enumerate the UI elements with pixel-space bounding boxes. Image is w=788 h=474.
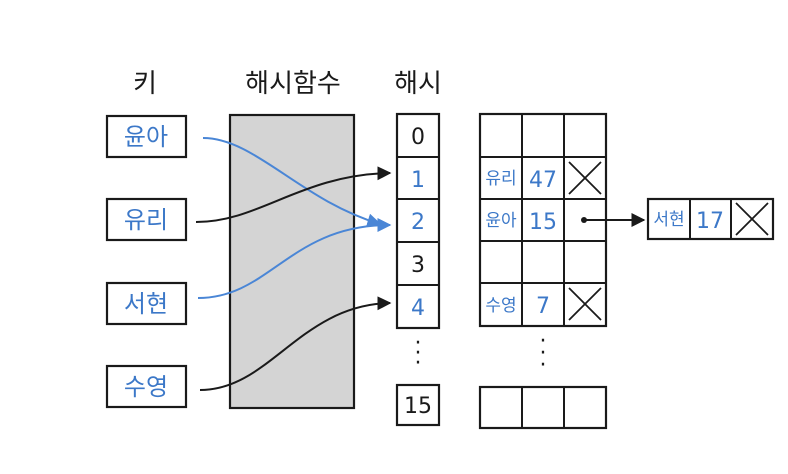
- hash-value: 0: [411, 125, 425, 150]
- bucket-value: 15: [529, 210, 557, 235]
- key-label: 서현: [124, 290, 168, 318]
- key-box: 윤아: [105, 114, 188, 159]
- hash-function-block: [228, 113, 356, 410]
- hashes-header: 해시: [394, 69, 442, 99]
- mapping-line: [197, 218, 392, 299]
- hash-column: [395, 112, 441, 330]
- bucket-value: 47: [529, 168, 557, 193]
- null-pointer-icon: [735, 202, 769, 236]
- null-pointer-icon: [568, 287, 602, 321]
- hash-value: 15: [404, 394, 432, 419]
- ellipsis: ·: [415, 341, 422, 366]
- hash-value: 1: [411, 168, 425, 193]
- bucket-table-last-row: [478, 385, 608, 430]
- hash-box-last: [395, 383, 441, 427]
- ellipsis: ·: [415, 331, 422, 356]
- bucket-name: 유리: [485, 169, 516, 189]
- key-box: 수영: [105, 364, 188, 409]
- ellipsis: ·: [540, 329, 547, 354]
- key-box: 서현: [105, 281, 188, 326]
- mapping-line: [199, 296, 392, 391]
- chained-node-name: 서현: [653, 210, 684, 230]
- key-label: 윤아: [124, 123, 168, 151]
- bucket-value: 7: [536, 294, 550, 319]
- ellipsis: ·: [415, 351, 422, 376]
- key-label: 수영: [124, 373, 168, 401]
- hash-value: 2: [411, 210, 425, 235]
- hash-value: 3: [411, 253, 425, 278]
- chained-node-value: 17: [696, 209, 724, 234]
- key-label: 유리: [124, 206, 168, 234]
- ellipsis: ·: [540, 353, 547, 378]
- key-box: 유리: [105, 197, 188, 242]
- hash-value: 4: [411, 296, 425, 321]
- bucket-name: 수영: [485, 296, 516, 316]
- null-pointer-icon: [568, 161, 602, 195]
- pointer-dot: [581, 217, 587, 223]
- keys-header: 키: [133, 69, 157, 99]
- ellipsis: ·: [540, 341, 547, 366]
- bucket-name: 윤아: [485, 211, 517, 231]
- hash-function-header: 해시함수: [245, 69, 341, 99]
- mapping-line: [195, 166, 392, 223]
- mapping-line: [202, 137, 382, 228]
